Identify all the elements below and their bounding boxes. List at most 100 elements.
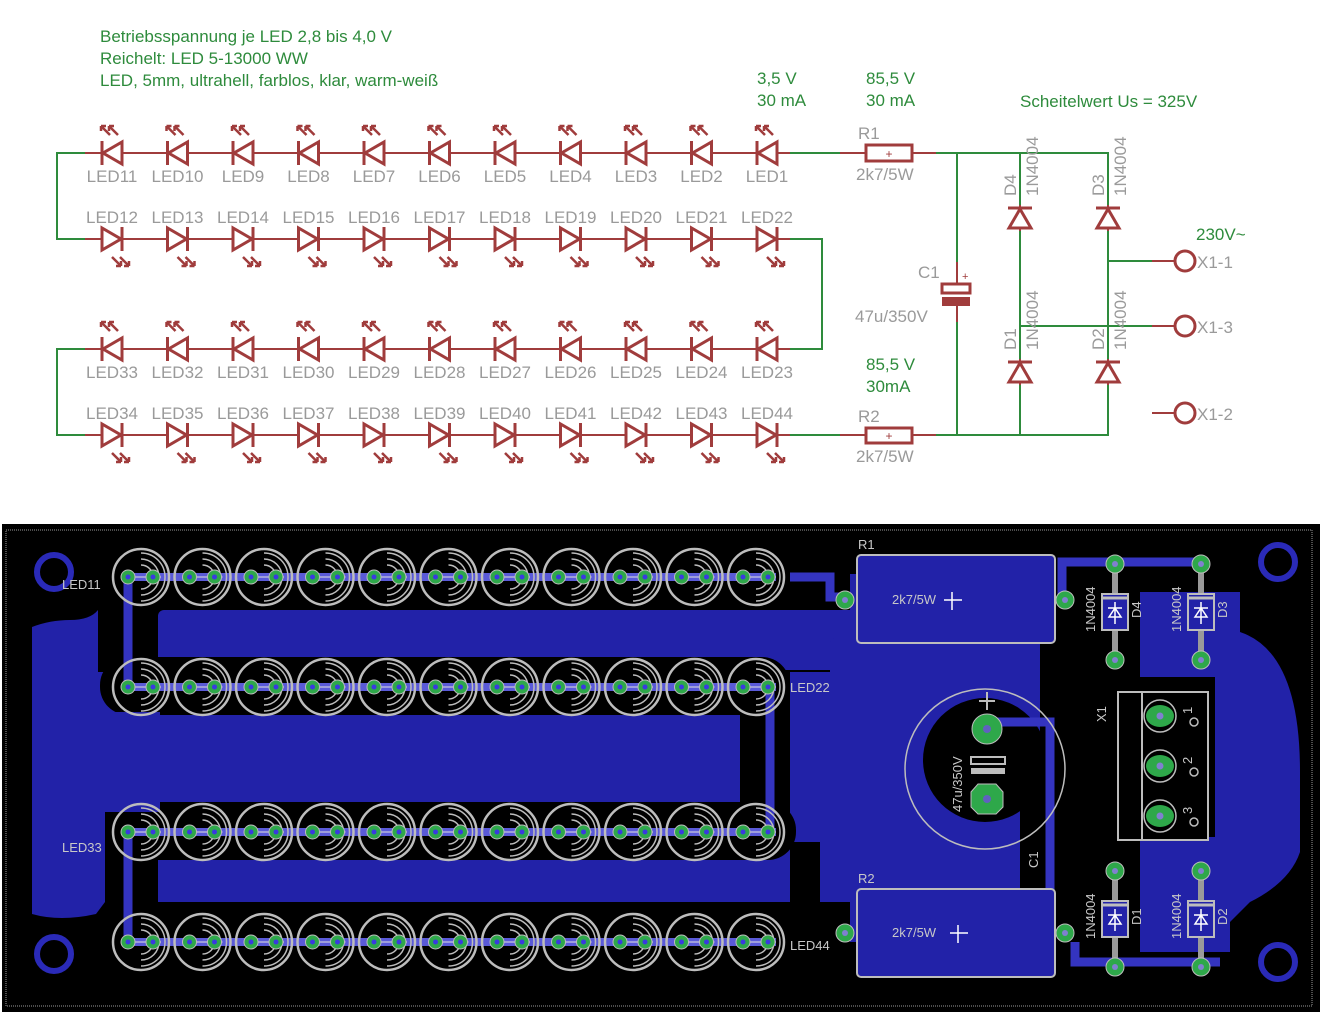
pcb-led-footprint[interactable] bbox=[357, 547, 417, 607]
led-led17[interactable]: LED17 bbox=[414, 208, 466, 268]
led-led21[interactable]: LED21 bbox=[676, 208, 728, 268]
pcb-led-footprint[interactable] bbox=[419, 802, 478, 862]
pcb-led-footprint[interactable] bbox=[665, 657, 724, 717]
led-led22[interactable]: LED22 bbox=[741, 208, 793, 268]
pcb-led-footprint[interactable] bbox=[357, 912, 417, 972]
led-led37[interactable]: LED37 bbox=[283, 404, 335, 464]
led-led41[interactable]: LED41 bbox=[545, 404, 597, 464]
pcb-led-footprint[interactable] bbox=[296, 657, 355, 717]
pcb-led-footprint[interactable] bbox=[111, 802, 171, 862]
led-led43[interactable]: LED43 bbox=[676, 404, 728, 464]
pcb-led-footprint[interactable] bbox=[480, 802, 540, 862]
led-led38[interactable]: LED38 bbox=[348, 404, 400, 464]
pcb-led-footprint[interactable] bbox=[419, 657, 478, 717]
led-led10[interactable]: LED10 bbox=[152, 124, 204, 186]
pcb-led-footprint[interactable] bbox=[234, 802, 294, 862]
resistor-r1[interactable]: + R1 2k7/5W bbox=[840, 124, 936, 184]
led-led25[interactable]: LED25 bbox=[610, 320, 662, 382]
led-led32[interactable]: LED32 bbox=[152, 320, 204, 382]
pcb-led-footprint[interactable] bbox=[111, 912, 171, 972]
pcb-led-footprint[interactable] bbox=[357, 657, 417, 717]
led-led5[interactable]: LED5 bbox=[484, 124, 527, 186]
x1-pin-3[interactable]: 3 bbox=[1143, 799, 1199, 833]
pcb-led-footprint[interactable] bbox=[480, 912, 540, 972]
led-led26[interactable]: LED26 bbox=[545, 320, 597, 382]
led-led16[interactable]: LED16 bbox=[348, 208, 400, 268]
led-led6[interactable]: LED6 bbox=[418, 124, 461, 186]
led-led28[interactable]: LED28 bbox=[414, 320, 466, 382]
pcb-terminal-x1[interactable]: X1 123 bbox=[1094, 691, 1209, 841]
led-led4[interactable]: LED4 bbox=[549, 124, 592, 186]
led-led15[interactable]: LED15 bbox=[283, 208, 335, 268]
pcb-led-footprint[interactable] bbox=[603, 912, 663, 972]
pcb-led-footprint[interactable] bbox=[726, 802, 786, 862]
led-led27[interactable]: LED27 bbox=[479, 320, 531, 382]
connector-pin-x1-2[interactable]: X1-2 bbox=[1152, 401, 1233, 425]
pcb-led-footprint[interactable] bbox=[296, 802, 355, 862]
led-led30[interactable]: LED30 bbox=[283, 320, 335, 382]
pcb-led-footprint[interactable] bbox=[419, 547, 478, 607]
pcb-led-footprint[interactable] bbox=[542, 912, 601, 972]
x1-pin-2[interactable]: 2 bbox=[1143, 749, 1199, 783]
pcb-led-footprint[interactable] bbox=[726, 912, 786, 972]
pcb-led-footprint[interactable] bbox=[173, 657, 232, 717]
led-led8[interactable]: LED8 bbox=[287, 124, 330, 186]
led-led2[interactable]: LED2 bbox=[680, 124, 723, 186]
pcb-resistor-r2[interactable]: R2 2k7/5W bbox=[835, 871, 1075, 978]
led-led33[interactable]: LED33 bbox=[86, 320, 138, 382]
led-led24[interactable]: LED24 bbox=[676, 320, 728, 382]
led-led1[interactable]: LED1 bbox=[746, 124, 789, 186]
pcb-resistor-r1[interactable]: R1 2k7/5W bbox=[835, 537, 1075, 644]
pcb-led-footprint[interactable] bbox=[234, 657, 294, 717]
pcb-led-footprint[interactable] bbox=[480, 547, 540, 607]
led-led44[interactable]: LED44 bbox=[741, 404, 793, 464]
led-led14[interactable]: LED14 bbox=[217, 208, 269, 268]
pcb-led-footprint[interactable] bbox=[296, 912, 355, 972]
led-led11[interactable]: LED11 bbox=[87, 124, 138, 186]
led-led23[interactable]: LED23 bbox=[741, 320, 793, 382]
led-led3[interactable]: LED3 bbox=[615, 124, 658, 186]
led-led42[interactable]: LED42 bbox=[610, 404, 662, 464]
pcb-led-footprint[interactable] bbox=[173, 547, 232, 607]
led-led13[interactable]: LED13 bbox=[152, 208, 204, 268]
led-led39[interactable]: LED39 bbox=[414, 404, 466, 464]
pcb-led-footprint[interactable] bbox=[542, 547, 601, 607]
x1-pin-1[interactable]: 1 bbox=[1143, 699, 1199, 733]
led-led18[interactable]: LED18 bbox=[479, 208, 531, 268]
pcb-led-footprint[interactable] bbox=[111, 657, 171, 717]
led-led12[interactable]: LED12 bbox=[86, 208, 138, 268]
pcb-led-footprint[interactable] bbox=[296, 547, 355, 607]
led-led19[interactable]: LED19 bbox=[545, 208, 597, 268]
led-led9[interactable]: LED9 bbox=[222, 124, 265, 186]
led-led29[interactable]: LED29 bbox=[348, 320, 400, 382]
capacitor-c1[interactable]: + C1 47u/350V bbox=[855, 262, 972, 326]
connector-pin-x1-1[interactable]: X1-1 bbox=[1152, 249, 1233, 273]
pcb-led-footprint[interactable] bbox=[234, 547, 294, 607]
pcb-led-footprint[interactable] bbox=[603, 802, 663, 862]
pcb-led-footprint[interactable] bbox=[542, 802, 601, 862]
pcb-led-footprint[interactable] bbox=[111, 547, 171, 607]
pcb-led-footprint[interactable] bbox=[357, 802, 417, 862]
connector-pin-x1-3[interactable]: X1-3 bbox=[1152, 314, 1233, 338]
led-led7[interactable]: LED7 bbox=[353, 124, 396, 186]
led-led34[interactable]: LED34 bbox=[86, 404, 138, 464]
led-led20[interactable]: LED20 bbox=[610, 208, 662, 268]
pcb-capacitor-c1[interactable]: 47u/350V C1 bbox=[904, 688, 1066, 868]
pcb-led-footprint[interactable] bbox=[665, 802, 724, 862]
pcb-led-footprint[interactable] bbox=[665, 912, 724, 972]
pcb-led-footprint[interactable] bbox=[480, 657, 540, 717]
pcb-led-footprint[interactable] bbox=[234, 912, 294, 972]
pcb-led-footprint[interactable] bbox=[542, 657, 601, 717]
resistor-r2[interactable]: + R2 2k7/5W bbox=[840, 407, 936, 466]
pcb-led-footprint[interactable] bbox=[173, 912, 232, 972]
pcb-led-footprint[interactable] bbox=[419, 912, 478, 972]
pcb-led-footprint[interactable] bbox=[665, 547, 724, 607]
